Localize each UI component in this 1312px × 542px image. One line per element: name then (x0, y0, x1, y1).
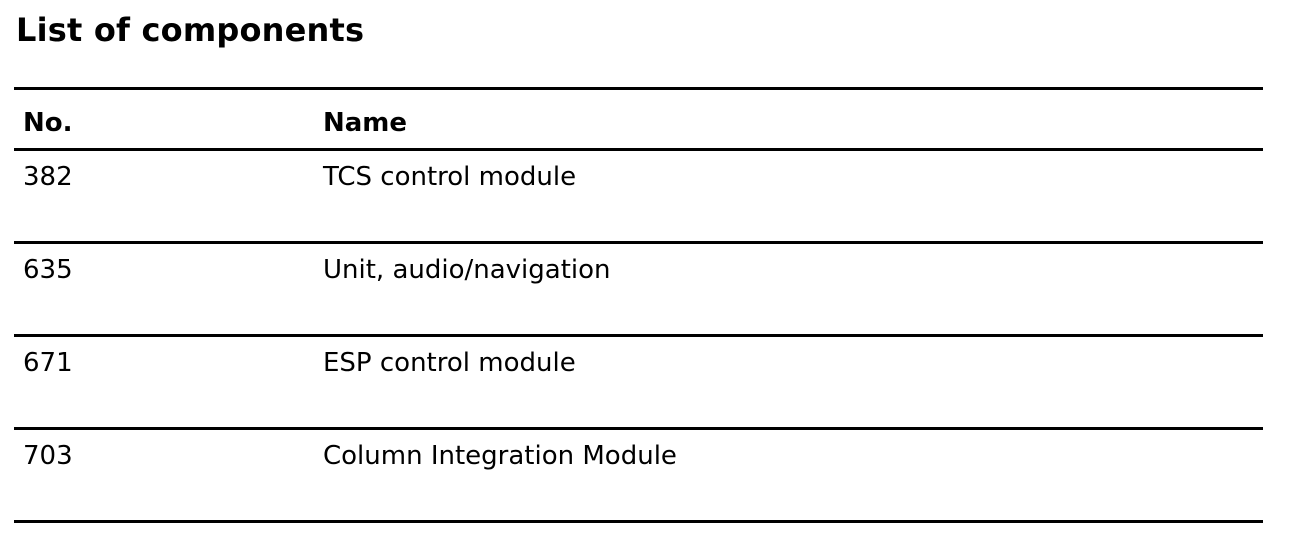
components-table: No. Name 382 TCS control module 635 Unit… (14, 87, 1263, 523)
component-name: Unit, audio/navigation (323, 255, 611, 285)
component-name: TCS control module (323, 162, 577, 192)
component-number: 671 (23, 348, 73, 378)
column-header-name: Name (323, 108, 408, 138)
table-row: 703 Column Integration Module (14, 430, 1263, 523)
table-row: 635 Unit, audio/navigation (14, 244, 1263, 337)
component-number: 703 (23, 441, 73, 471)
component-name: ESP control module (323, 348, 576, 378)
column-header-no: No. (23, 108, 73, 138)
component-number: 635 (23, 255, 73, 285)
table-row: 382 TCS control module (14, 151, 1263, 244)
component-name: Column Integration Module (323, 441, 677, 471)
table-row: 671 ESP control module (14, 337, 1263, 430)
table-header-row: No. Name (14, 90, 1263, 151)
page-title: List of components (16, 11, 365, 49)
component-number: 382 (23, 162, 73, 192)
